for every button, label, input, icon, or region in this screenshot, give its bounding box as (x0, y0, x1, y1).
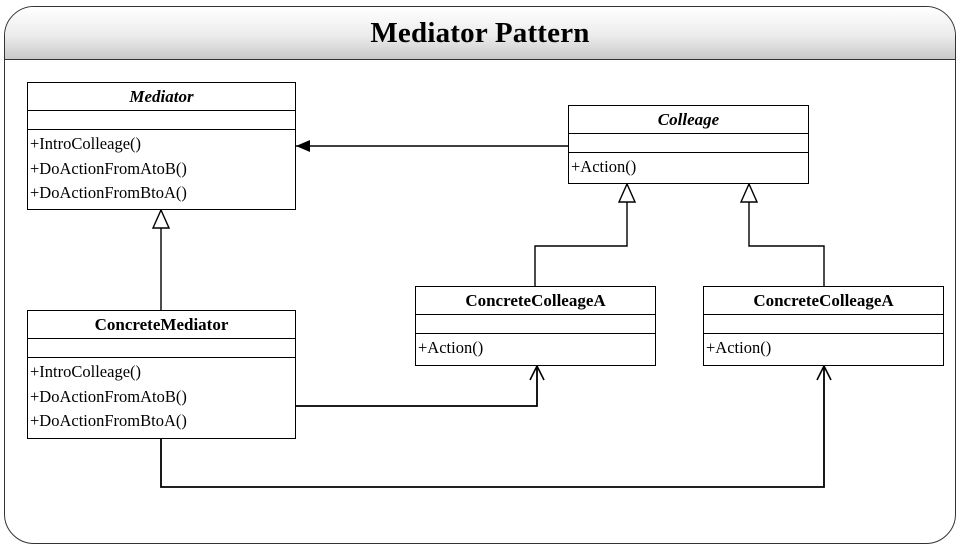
class-concrete-colleage-a[interactable]: ConcreteColleageA +Action() (415, 286, 656, 366)
class-name: Mediator (28, 83, 295, 111)
diagram-frame: Mediator Pattern (4, 6, 956, 544)
class-name: ConcreteColleageA (704, 287, 943, 315)
class-concrete-colleage-b[interactable]: ConcreteColleageA +Action() (703, 286, 944, 366)
operations-compartment: +Action() (569, 153, 808, 180)
operation: +Action() (418, 338, 484, 357)
operations-compartment: +Action() (704, 334, 943, 361)
operations-compartment: +IntroColleage() +DoActionFromAtoB() +Do… (28, 358, 295, 434)
operation: +DoActionFromBtoA() (30, 183, 187, 202)
operations-compartment: +Action() (416, 334, 655, 361)
class-colleage[interactable]: Colleage +Action() (568, 105, 809, 184)
attributes-compartment (28, 111, 295, 130)
operation: +IntroColleage() (30, 134, 142, 153)
title-bar: Mediator Pattern (5, 7, 955, 60)
diagram-title: Mediator Pattern (370, 16, 590, 49)
class-name: ConcreteColleageA (416, 287, 655, 315)
operations-compartment: +IntroColleage() +DoActionFromAtoB() +Do… (28, 130, 295, 206)
operation: +DoActionFromAtoB() (30, 158, 187, 178)
attributes-compartment (28, 339, 295, 358)
operation: +DoActionFromAtoB() (30, 386, 187, 406)
operation: +DoActionFromBtoA() (30, 411, 187, 430)
operation: +IntroColleage() (30, 362, 142, 381)
association-mediator-to-colleage-a (296, 364, 545, 407)
attributes-compartment (416, 315, 655, 334)
class-mediator[interactable]: Mediator +IntroColleage() +DoActionFromA… (27, 82, 296, 210)
attributes-compartment (704, 315, 943, 334)
attributes-compartment (569, 134, 808, 153)
class-concrete-mediator[interactable]: ConcreteMediator +IntroColleage() +DoAct… (27, 310, 296, 439)
association-mediator-to-colleage-b (160, 364, 832, 488)
operation: +Action() (706, 338, 772, 357)
generalization-concrete-colleage-b-to-colleage (749, 184, 825, 286)
class-name: ConcreteMediator (28, 311, 295, 339)
operation: +Action() (571, 157, 637, 176)
class-name: Colleage (569, 106, 808, 134)
generalization-concrete-colleage-a-to-colleage (534, 184, 627, 286)
